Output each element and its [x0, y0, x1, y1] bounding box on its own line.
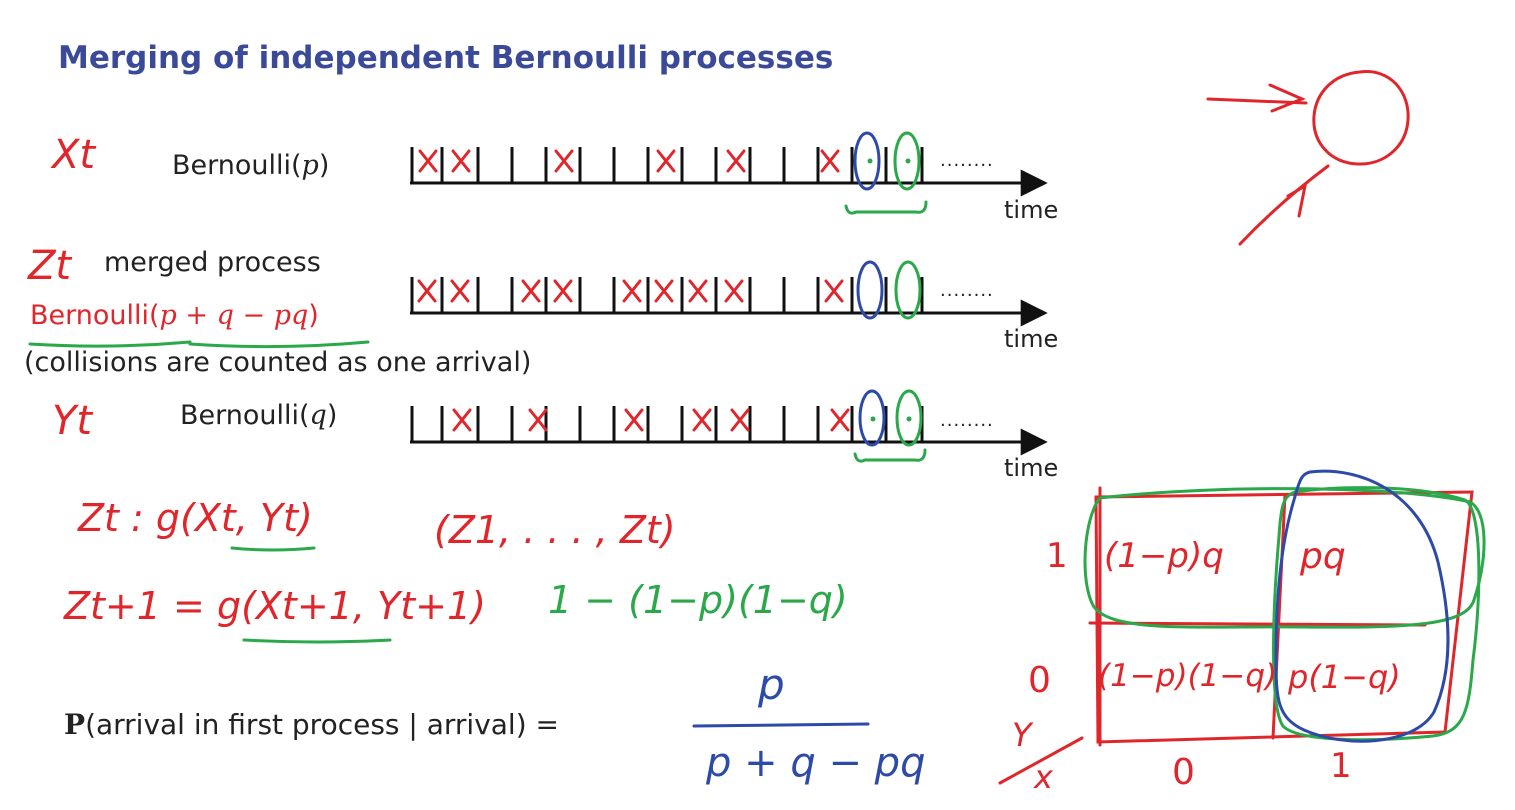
green-slot-highlight-y	[895, 389, 923, 447]
time-label-y: time	[1004, 454, 1059, 482]
underline-eq3	[242, 638, 392, 644]
row-x-label: Bernoulli(p)	[172, 150, 330, 181]
green-bracket-x	[844, 200, 928, 215]
table-cell-bottom-left: (1−p)(1−q)	[1098, 658, 1278, 694]
time-label-z: time	[1004, 325, 1059, 353]
handwritten-eq-union: 1 − (1−p)(1−q)	[548, 578, 848, 622]
green-loop-right-col	[1272, 486, 1481, 742]
collisions-note: (collisions are counted as one arrival)	[24, 347, 532, 378]
table-col-label-1: 1	[1330, 746, 1352, 786]
time-label-x: time	[1004, 196, 1059, 224]
table-col-label-0: 0	[1172, 752, 1195, 793]
arrival-x-mark	[724, 279, 744, 303]
ellipsis-x: ........	[940, 150, 994, 171]
green-slot-highlight-x	[893, 131, 921, 191]
arrival-x-mark	[830, 408, 850, 432]
blue-loop-right-col	[1274, 469, 1450, 743]
conditional-prob-formula: P(arrival in first process | arrival) =	[64, 708, 559, 741]
table-axis-x-label: x	[1034, 758, 1053, 796]
arrival-x-mark	[726, 149, 746, 173]
ellipsis-z: ........	[940, 280, 994, 301]
underline-bernoulli-merged	[28, 340, 192, 348]
table-row-label-1: 1	[1046, 536, 1068, 576]
green-bracket-y	[853, 448, 927, 463]
fraction-numerator: p	[758, 660, 785, 709]
fraction-denominator: p + q − pq	[706, 740, 926, 786]
arrival-x-mark	[450, 279, 470, 303]
arrival-x-mark	[688, 279, 708, 303]
table-mid-horizontal	[1088, 621, 1427, 627]
handwritten-var-y: Yt	[52, 398, 93, 444]
blue-slot-highlight-z	[856, 260, 884, 320]
arrival-x-mark	[554, 149, 574, 173]
handwritten-eq-zt: Zt : g(Xt, Yt)	[78, 496, 313, 540]
arrival-x-mark	[417, 279, 437, 303]
ellipsis-y: ........	[940, 410, 994, 431]
table-cell-top-right: pq	[1300, 536, 1346, 577]
handwritten-eq-sequence: (Z1, . . . , Zt)	[434, 508, 676, 552]
arrival-x-mark	[418, 149, 438, 173]
arrival-x-mark	[452, 408, 472, 432]
merged-process-label: merged process	[104, 247, 321, 278]
arrival-x-mark	[824, 279, 844, 303]
table-axis-y-label: Y	[1012, 716, 1032, 754]
green-dots	[867, 158, 912, 422]
arrival-x-mark	[622, 279, 642, 303]
green-loop-top-row	[1083, 487, 1486, 629]
arrival-x-mark	[624, 408, 644, 432]
green-slot-highlight-z	[894, 260, 922, 320]
arrival-x-mark	[521, 279, 541, 303]
node-circle	[1312, 70, 1410, 166]
underline-param-merged	[188, 340, 370, 349]
input-arrow-bottom	[1238, 164, 1330, 246]
arrival-x-mark	[451, 149, 471, 173]
underline-eq1	[230, 546, 316, 552]
timeline-ticks	[410, 147, 924, 442]
merged-bernoulli-label: Bernoulli(p + q − pq)	[30, 300, 319, 331]
handwritten-var-x: Xt	[52, 132, 96, 178]
handwritten-eq-zt1: Zt+1 = g(Xt+1, Yt+1)	[64, 584, 486, 628]
blue-slot-highlight-y	[858, 389, 886, 447]
arrival-x-mark	[656, 149, 676, 173]
diag-axis	[998, 736, 1084, 785]
table-cell-top-left: (1−p)q	[1104, 536, 1224, 576]
arrival-marks	[417, 149, 850, 432]
table-cell-bottom-right: p(1−q)	[1288, 658, 1401, 696]
arrival-x-mark	[553, 279, 573, 303]
arrival-x-mark	[730, 408, 750, 432]
slide-title: Merging of independent Bernoulli process…	[58, 40, 834, 76]
input-arrow-bottom-head	[1286, 183, 1308, 218]
arrival-x-mark	[692, 408, 712, 432]
row-y-label: Bernoulli(q)	[180, 400, 338, 431]
arrival-x-mark	[528, 408, 548, 432]
table-row-label-0: 0	[1028, 660, 1051, 701]
arrival-x-mark	[654, 279, 674, 303]
input-arrow-top-head	[1268, 83, 1306, 113]
arrival-x-mark	[820, 149, 840, 173]
handwritten-var-z: Zt	[28, 243, 72, 289]
blue-slot-highlight-x	[853, 131, 881, 191]
fraction-bar	[692, 722, 870, 728]
